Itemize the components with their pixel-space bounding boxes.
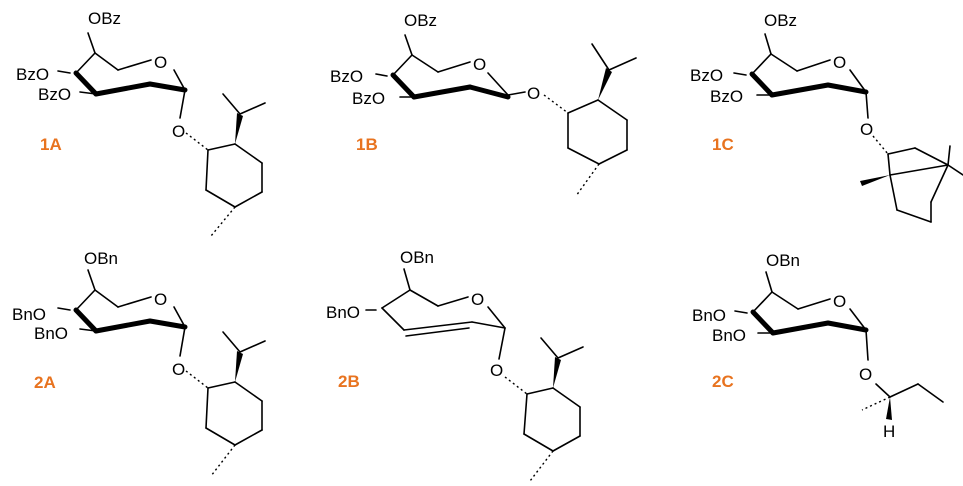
ring-oxygen-label: O bbox=[833, 292, 846, 311]
obn-label: OBn bbox=[766, 251, 800, 270]
bno-label: BnO bbox=[692, 306, 726, 325]
ring-oxygen-label: O bbox=[154, 53, 167, 72]
bno-label: BnO bbox=[34, 324, 68, 343]
ring-oxygen-label: O bbox=[471, 290, 484, 309]
glycosidic-oxygen-label: O bbox=[172, 122, 185, 141]
ring-oxygen-label: O bbox=[833, 53, 846, 72]
bzo-label: BzO bbox=[710, 87, 743, 106]
obn-label: OBn bbox=[400, 248, 434, 267]
compound-1B: OBz BzO BzO O O 1B bbox=[330, 11, 637, 197]
glycosidic-oxygen-label: O bbox=[172, 360, 185, 379]
bno-label: BnO bbox=[712, 326, 746, 345]
compound-label-1B: 1B bbox=[356, 135, 378, 154]
bzo-label: BzO bbox=[16, 65, 49, 84]
hydrogen-label: H bbox=[883, 422, 895, 441]
compound-label-1A: 1A bbox=[40, 135, 62, 154]
bzo-label: BzO bbox=[38, 85, 71, 104]
bzo-label: BzO bbox=[690, 66, 723, 85]
obz-label: OBz bbox=[764, 11, 797, 30]
glycosidic-oxygen-label: O bbox=[490, 361, 503, 380]
obn-label: OBn bbox=[84, 249, 118, 268]
compound-2B: OBn BnO O O 2B bbox=[326, 248, 584, 482]
glycosidic-oxygen-label: O bbox=[860, 120, 873, 139]
bzo-label: BzO bbox=[352, 89, 385, 108]
compound-1C: OBz BzO BzO O O 1C bbox=[690, 11, 963, 223]
ring-oxygen-label: O bbox=[154, 290, 167, 309]
ring-oxygen-label: O bbox=[473, 55, 486, 74]
bno-label: BnO bbox=[12, 305, 46, 324]
bno-label: BnO bbox=[326, 303, 360, 322]
compound-1A: OBz BzO BzO O O 1A bbox=[16, 9, 266, 237]
glycosidic-oxygen-label: O bbox=[527, 84, 540, 103]
obz-label: OBz bbox=[404, 11, 437, 30]
obz-label: OBz bbox=[88, 9, 121, 28]
compound-2A: OBn BnO BnO O O 2A bbox=[12, 249, 266, 477]
compound-label-2B: 2B bbox=[338, 372, 360, 391]
compound-label-2A: 2A bbox=[34, 373, 56, 392]
bzo-label: BzO bbox=[330, 67, 363, 86]
glycosidic-oxygen-label: O bbox=[859, 365, 872, 384]
compound-label-1C: 1C bbox=[712, 135, 734, 154]
compound-label-2C: 2C bbox=[712, 372, 734, 391]
compound-2C: OBn BnO BnO O O H 2C bbox=[692, 251, 944, 441]
